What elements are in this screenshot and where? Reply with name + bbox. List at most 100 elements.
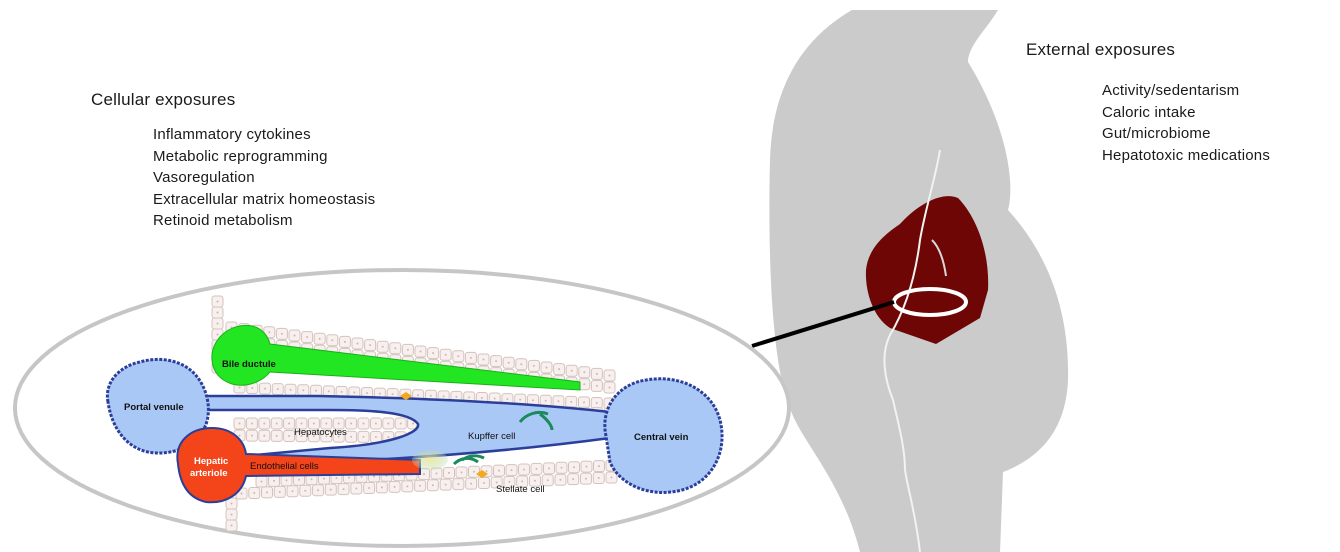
hepatocyte-nucleus (328, 390, 330, 392)
hepatocyte-nucleus (350, 436, 352, 438)
hepatocyte-nucleus (511, 469, 513, 471)
hepatocyte-nucleus (355, 488, 357, 490)
hepatocyte-nucleus (419, 485, 421, 487)
hepatocyte-nucleus (343, 488, 345, 490)
hepatocyte-nucleus (483, 359, 485, 361)
hepatocyte-nucleus (609, 387, 611, 389)
hepatocyte-nucleus (468, 396, 470, 398)
label-stellate-cell: Stellate cell (496, 484, 545, 495)
hepatocyte-nucleus (273, 480, 275, 482)
hepatocyte-nucleus (298, 479, 300, 481)
hepatocyte-nucleus (583, 371, 585, 373)
hepatocyte-nucleus (279, 491, 281, 493)
hepatocyte-nucleus (420, 351, 422, 353)
hepatocyte-nucleus (387, 436, 389, 438)
hepatocyte-nucleus (363, 423, 365, 425)
hepatocyte-nucleus (368, 487, 370, 489)
hepatocyte-nucleus (350, 423, 352, 425)
hepatocyte-nucleus (521, 480, 523, 482)
hepatocyte-nucleus (448, 472, 450, 474)
hepatocyte-nucleus (412, 423, 414, 425)
hepatocyte-nucleus (251, 423, 253, 425)
hepatocyte-nucleus (598, 465, 600, 467)
hepatocyte-nucleus (325, 423, 327, 425)
hepatocyte-nucleus (336, 477, 338, 479)
hepatocyte-nucleus (558, 368, 560, 370)
hepatocyte-nucleus (583, 401, 585, 403)
hepatocyte-nucleus (430, 395, 432, 397)
hepatocyte-nucleus (394, 347, 396, 349)
hepatocyte-nucleus (338, 423, 340, 425)
hepatocyte-nucleus (315, 390, 317, 392)
hepatocyte-nucleus (288, 435, 290, 437)
hepatocyte-nucleus (547, 479, 549, 481)
hepatocyte-nucleus (546, 367, 548, 369)
hepatocyte-nucleus (266, 491, 268, 493)
hepatocyte-nucleus (494, 398, 496, 400)
hepatocyte-nucleus (561, 467, 563, 469)
hepatocyte-nucleus (217, 323, 219, 325)
hepatocyte-nucleus (586, 466, 588, 468)
hepatocyte-nucleus (323, 478, 325, 480)
hepatocyte-nucleus (239, 387, 241, 389)
hepatocyte-nucleus (445, 354, 447, 356)
hepatocyte-nucleus (286, 479, 288, 481)
hepatocyte-nucleus (341, 391, 343, 393)
hepatocyte-nucleus (294, 335, 296, 337)
hepatocyte-nucleus (387, 423, 389, 425)
hepatocyte-nucleus (445, 484, 447, 486)
hepatocyte-nucleus (373, 475, 375, 477)
hepatocyte-nucleus (508, 481, 510, 483)
hepatocyte-nucleus (406, 485, 408, 487)
hepatocyte-nucleus (498, 470, 500, 472)
hepatocyte-nucleus (366, 392, 368, 394)
hepatocyte-nucleus (264, 388, 266, 390)
hepatocyte-nucleus (392, 393, 394, 395)
hepatocyte-nucleus (455, 396, 457, 398)
label-hepatocytes: Hepatocytes (294, 427, 347, 438)
hepatocyte-nucleus (302, 389, 304, 391)
hepatocyte-nucleus (583, 383, 585, 385)
hepatocyte-nucleus (394, 486, 396, 488)
hepatocyte-nucleus (317, 489, 319, 491)
hepatocyte-nucleus (231, 514, 233, 516)
hepatocyte-nucleus (508, 362, 510, 364)
hepatocyte-nucleus (486, 470, 488, 472)
hepatocyte-nucleus (570, 401, 572, 403)
hepatocyte-nucleus (261, 481, 263, 483)
hepatocyte-nucleus (423, 473, 425, 475)
hepatocyte-nucleus (276, 423, 278, 425)
hepatocyte-nucleus (572, 478, 574, 480)
hepatocyte-nucleus (470, 483, 472, 485)
hepatocyte-nucleus (239, 435, 241, 437)
hepatocyte-nucleus (306, 336, 308, 338)
hepatocyte-nucleus (519, 399, 521, 401)
hepatocyte-nucleus (457, 483, 459, 485)
hepatocyte-nucleus (330, 489, 332, 491)
hepatocyte-nucleus (483, 482, 485, 484)
hepatocyte-nucleus (585, 478, 587, 480)
hepatocyte-nucleus (598, 477, 600, 479)
hepatocyte-nucleus (533, 365, 535, 367)
hepatocyte-nucleus (217, 301, 219, 303)
hepatocyte-nucleus (473, 471, 475, 473)
hepatocyte-nucleus (281, 333, 283, 335)
hepatocyte-nucleus (301, 423, 303, 425)
hepatocyte-nucleus (253, 492, 255, 494)
hepatocyte-nucleus (611, 477, 613, 479)
hepatocyte-nucleus (571, 370, 573, 372)
hepatocyte-nucleus (251, 387, 253, 389)
hepatocyte-nucleus (407, 349, 409, 351)
hepatocyte-nucleus (379, 393, 381, 395)
hepatocyte-nucleus (381, 486, 383, 488)
hepatocyte-nucleus (231, 503, 233, 505)
hepatocyte-nucleus (304, 490, 306, 492)
hepatocyte-nucleus (596, 373, 598, 375)
hepatocyte-nucleus (520, 363, 522, 365)
hepatocyte-nucleus (536, 468, 538, 470)
hepatocyte-nucleus (443, 395, 445, 397)
hepatocyte-nucleus (457, 355, 459, 357)
hepatocyte-nucleus (573, 466, 575, 468)
hepatocyte-nucleus (239, 423, 241, 425)
